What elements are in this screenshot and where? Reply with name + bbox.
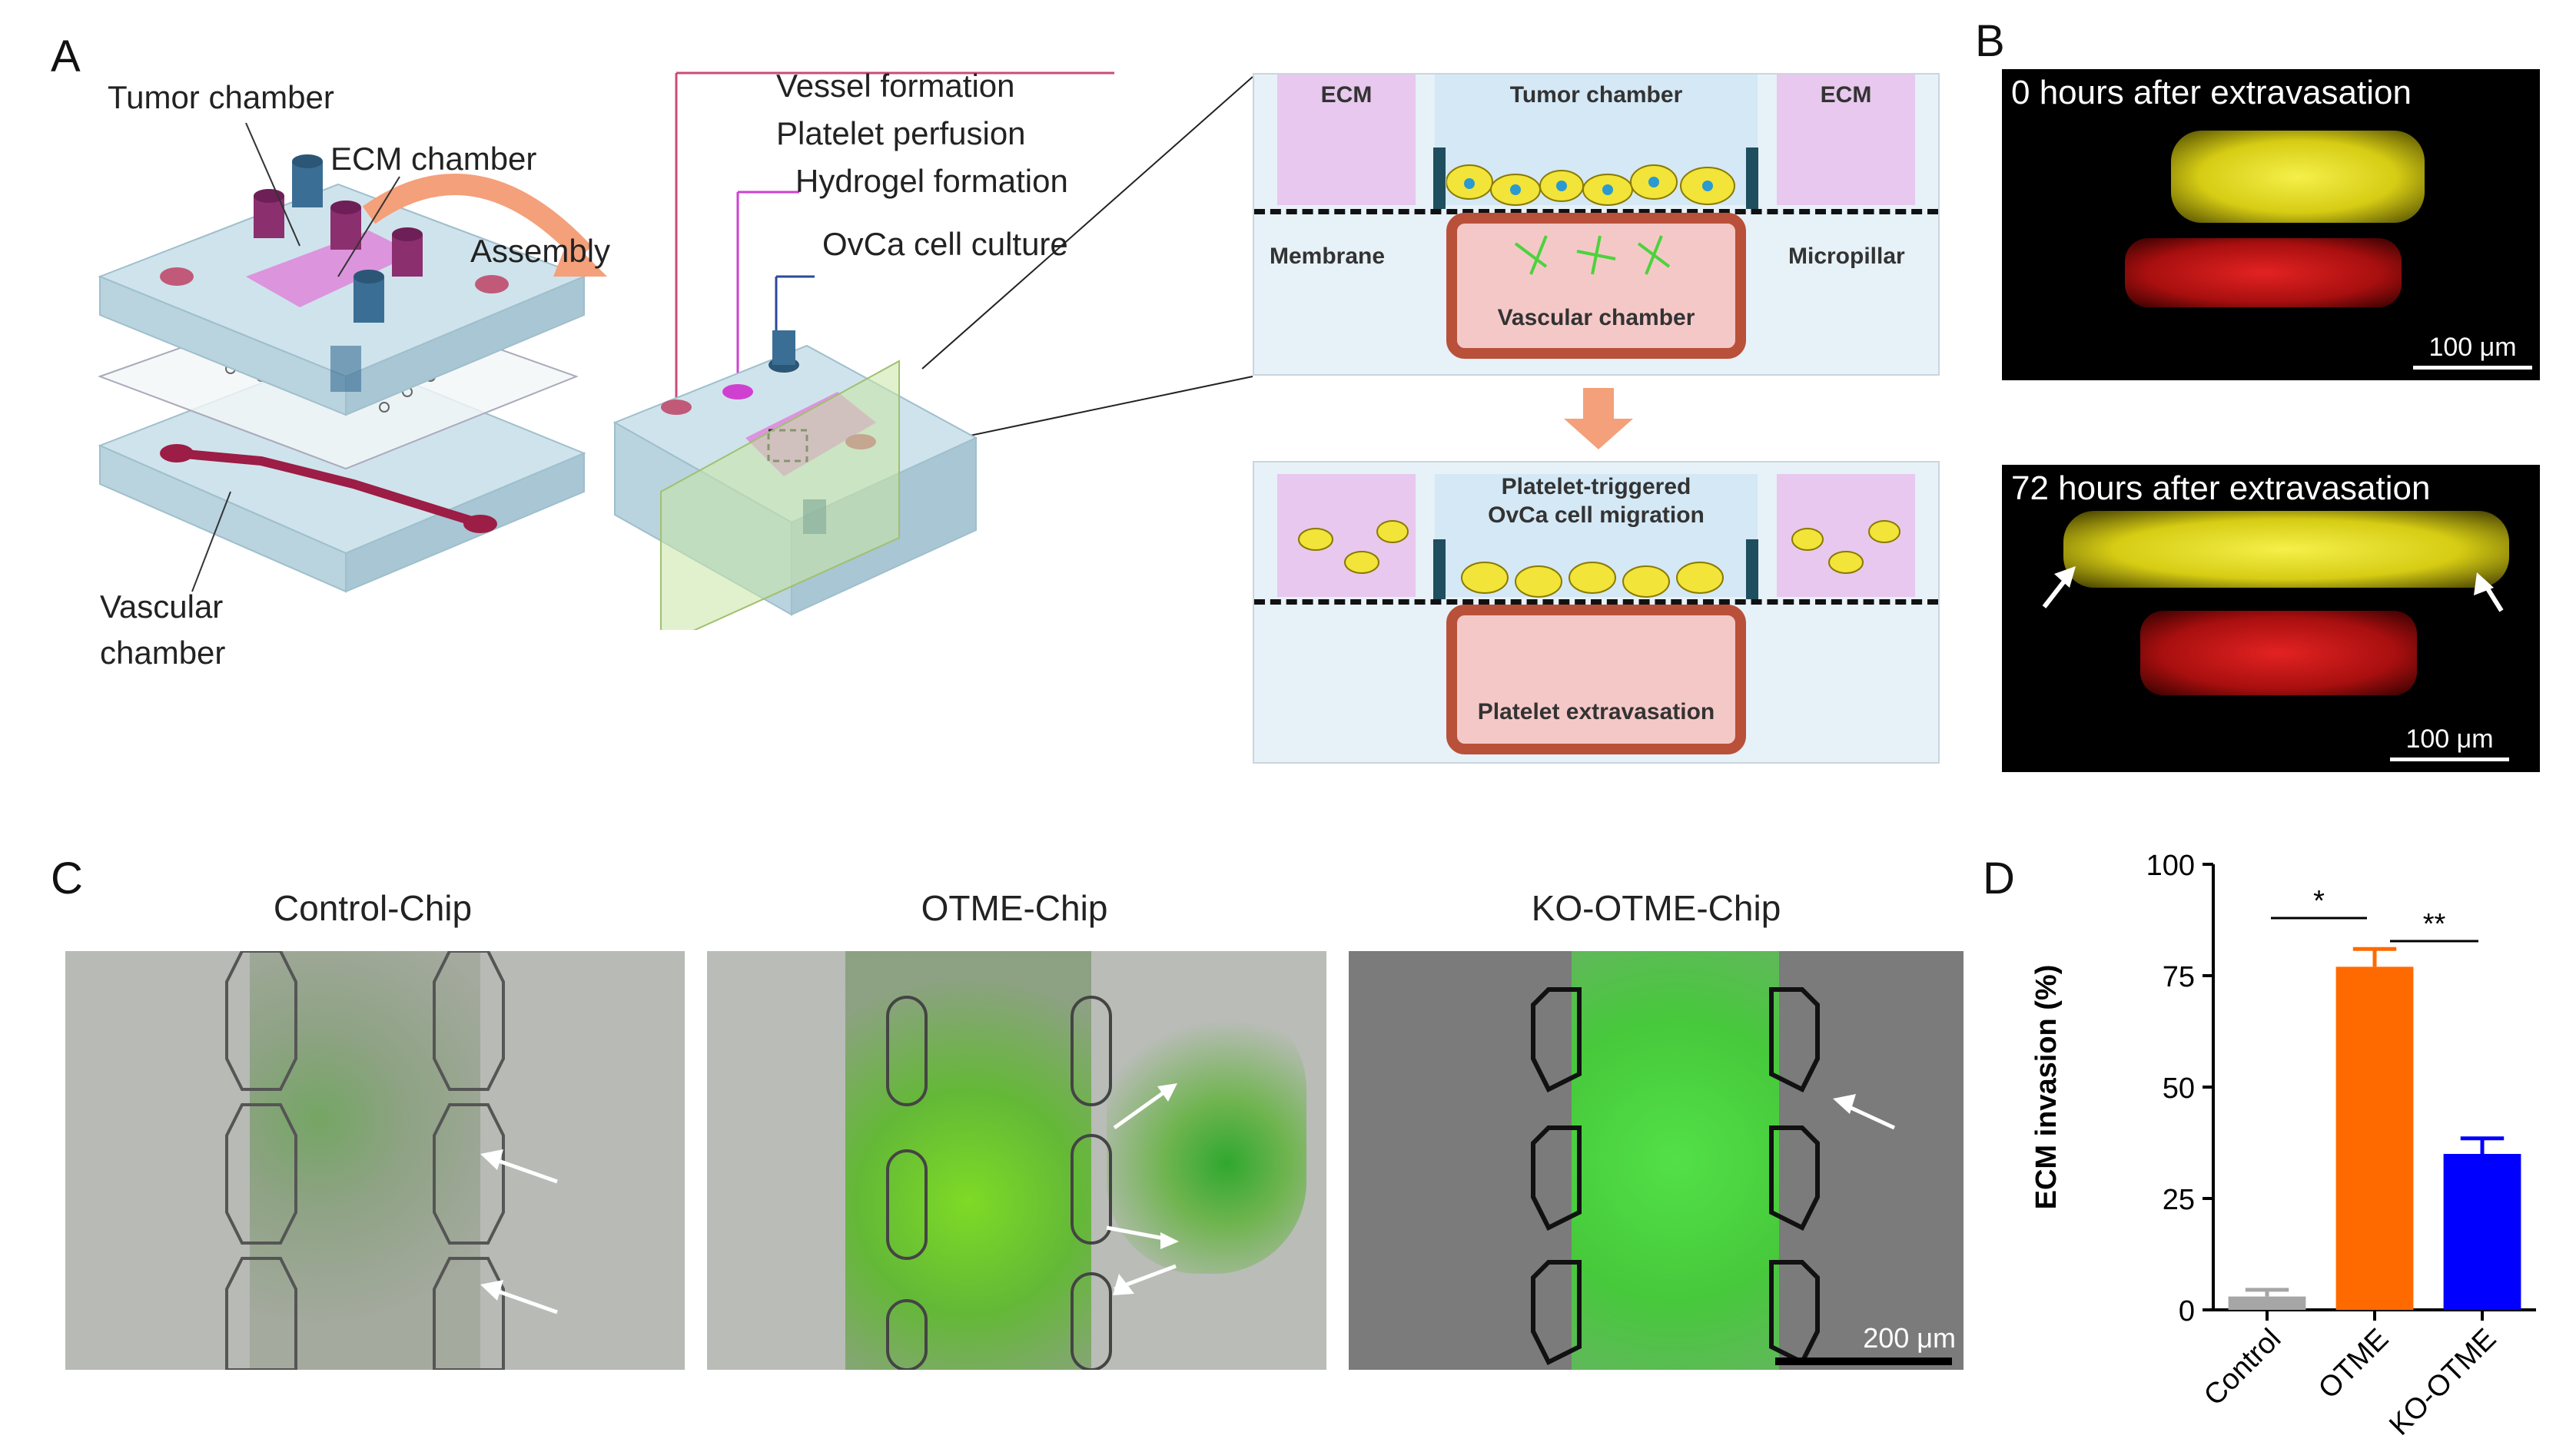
ecm-left-label: ECM bbox=[1320, 82, 1373, 108]
cell-band-ko-otme bbox=[1572, 951, 1779, 1370]
micropillar-left-bottom bbox=[1433, 539, 1446, 599]
x-tick-label: OTME bbox=[2312, 1323, 2395, 1405]
scale-label-72h: 100 μm bbox=[2405, 724, 2494, 754]
ecm-region-right bbox=[1777, 75, 1915, 205]
scale-bar-72h: 100 μm bbox=[2390, 724, 2509, 761]
panel-a-letter: A bbox=[51, 31, 81, 81]
scale-label-0h: 100 μm bbox=[2428, 333, 2517, 362]
vessel-layer-0h bbox=[2125, 238, 2402, 307]
micrograph-otme-chip bbox=[707, 951, 1326, 1370]
y-tick-label: 0 bbox=[2179, 1295, 2195, 1328]
micropillar-right bbox=[1746, 148, 1758, 209]
title-control-chip: Control-Chip bbox=[273, 888, 473, 928]
cross-section-schematic-top: ECM Tumor chamber ECM Vascular chamber M… bbox=[1253, 73, 1940, 376]
tumor-chamber-label: Tumor chamber bbox=[1509, 82, 1683, 108]
significance-label: ** bbox=[2423, 908, 2446, 940]
exploded-device-illustration bbox=[98, 154, 607, 593]
scale-bar-0h: 100 μm bbox=[2413, 333, 2532, 370]
platelets-cluster bbox=[1514, 235, 1671, 275]
y-tick-label: 25 bbox=[2163, 1184, 2195, 1216]
scale-bar-200um bbox=[1775, 1358, 1952, 1365]
fluorescence-image-0h: 0 hours after extravasation 100 μm bbox=[2002, 69, 2540, 380]
tumor-cells-cluster bbox=[1446, 164, 1735, 206]
title-otme-chip: OTME-Chip bbox=[921, 888, 1108, 928]
micropillar-label: Micropillar bbox=[1788, 244, 1905, 269]
platelet-triggered-label: Platelet-triggered bbox=[1501, 474, 1691, 499]
label-platelet-perfusion: Platelet perfusion bbox=[776, 115, 1026, 151]
vascular-chamber-shape bbox=[1446, 213, 1746, 359]
fluorescence-image-72h: 72 hours after extravasation 100 μm bbox=[2002, 465, 2540, 772]
micropillar-left bbox=[1433, 148, 1446, 209]
tumor-cell-layer-0h bbox=[2171, 131, 2425, 223]
label-vessel-formation: Vessel formation bbox=[776, 68, 1015, 104]
membrane-line bbox=[1254, 209, 1938, 214]
significance-label: * bbox=[2313, 885, 2325, 917]
caption-0h: 0 hours after extravasation bbox=[2011, 74, 2412, 111]
bar-control bbox=[2228, 1296, 2306, 1310]
ovca-migration-label: OvCa cell migration bbox=[1488, 502, 1705, 528]
pillars-and-arrows-control bbox=[225, 951, 558, 1370]
label-vascular-chamber: Vascular chamber bbox=[100, 588, 226, 671]
down-arrow-icon bbox=[1564, 388, 1633, 449]
invading-cells-otme bbox=[1107, 997, 1306, 1274]
micropillar-right-bottom bbox=[1746, 539, 1758, 599]
ecm-right-label: ECM bbox=[1820, 82, 1872, 108]
y-axis-label: ECM invasion (%) bbox=[2030, 965, 2063, 1210]
membrane-label: Membrane bbox=[1270, 244, 1386, 269]
cross-section-schematic-bottom: Platelet-triggered OvCa cell migration P… bbox=[1253, 461, 1940, 764]
caption-72h: 72 hours after extravasation bbox=[2011, 469, 2431, 507]
label-tumor-chamber: Tumor chamber bbox=[108, 79, 334, 115]
x-tick-label: Control bbox=[2198, 1323, 2287, 1412]
vascular-chamber-shape-bottom bbox=[1446, 605, 1746, 754]
label-ovca-cell-culture: OvCa cell culture bbox=[822, 226, 1068, 262]
pillars-and-arrows-ko-otme bbox=[1531, 987, 1896, 1366]
vessel-layer-72h bbox=[2140, 611, 2417, 695]
cell-band-control bbox=[250, 951, 480, 1370]
platelet-extravasation-label: Platelet extravasation bbox=[1477, 699, 1715, 724]
ecm-region-left bbox=[1277, 75, 1416, 205]
migrating-cells bbox=[1298, 520, 1900, 598]
bar-otme bbox=[2335, 966, 2414, 1310]
y-tick-label: 75 bbox=[2163, 961, 2195, 993]
assembled-device-illustration bbox=[612, 330, 978, 630]
bar-ko-otme bbox=[2443, 1154, 2521, 1310]
y-tick-label: 100 bbox=[2146, 850, 2195, 882]
scale-label-200um: 200 μm bbox=[1863, 1322, 1956, 1354]
panel-b-letter: B bbox=[1975, 16, 2005, 66]
label-ecm-chamber: ECM chamber bbox=[330, 141, 537, 177]
x-tick-label: KO-OTME bbox=[2383, 1323, 2502, 1442]
tumor-cell-layer-72h bbox=[2063, 511, 2509, 588]
vascular-chamber-label: Vascular chamber bbox=[1497, 305, 1695, 330]
label-hydrogel-formation: Hydrogel formation bbox=[795, 163, 1068, 199]
title-ko-otme-chip: KO-OTME-Chip bbox=[1531, 888, 1781, 928]
pillars-and-arrows-otme bbox=[886, 996, 1179, 1370]
micrograph-ko-otme-chip: 200 μm bbox=[1349, 951, 1964, 1370]
panel-c-letter: C bbox=[51, 854, 83, 903]
arrows-72h bbox=[2042, 566, 2504, 612]
label-assembly: Assembly bbox=[470, 233, 611, 269]
membrane-line-bottom bbox=[1254, 599, 1938, 605]
micrograph-control-chip bbox=[65, 951, 685, 1370]
panel-d-letter: D bbox=[1983, 854, 2015, 903]
y-tick-label: 50 bbox=[2163, 1072, 2195, 1105]
